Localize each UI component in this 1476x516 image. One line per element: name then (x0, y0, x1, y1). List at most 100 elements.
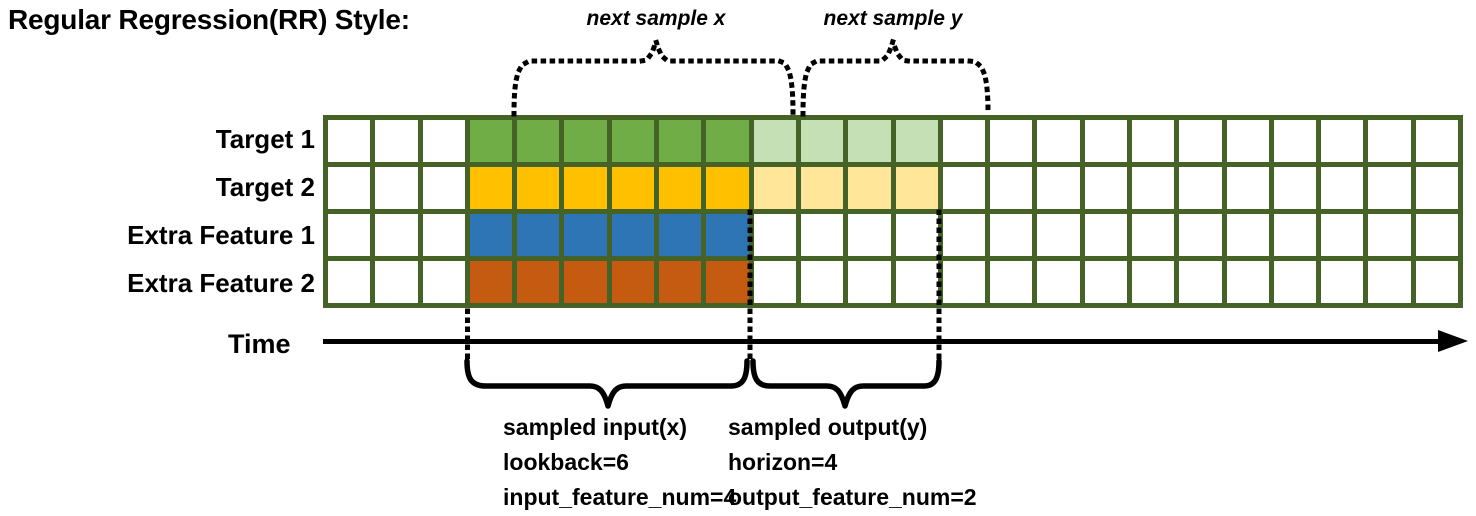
cell-r1-c11 (800, 120, 844, 162)
cell-r3-c17 (1084, 214, 1127, 256)
cell-r3-c14 (942, 214, 986, 256)
time-axis-line (323, 339, 1443, 344)
cell-r2-c5 (517, 167, 560, 209)
cell-r2-c18 (1131, 167, 1175, 209)
cell-r3-c20 (1226, 214, 1269, 256)
cell-r2-c17 (1084, 167, 1127, 209)
cell-r2-c8 (659, 167, 702, 209)
cell-r2-c21 (1273, 167, 1317, 209)
cell-r1-c14 (942, 120, 986, 162)
cell-r1-c8 (659, 120, 702, 162)
cell-r4-c9 (706, 261, 749, 303)
cell-r2-c2 (375, 167, 418, 209)
cell-r4-c3 (422, 261, 465, 303)
cell-r1-c19 (1179, 120, 1222, 162)
cell-r3-c15 (990, 214, 1033, 256)
cell-r4-c17 (1084, 261, 1127, 303)
cell-r3-c19 (1179, 214, 1222, 256)
cell-r1-c18 (1131, 120, 1175, 162)
cell-r4-c6 (564, 261, 607, 303)
cell-r1-c7 (611, 120, 655, 162)
cell-r3-c6 (564, 214, 607, 256)
cell-r2-c3 (422, 167, 465, 209)
time-axis-label: Time (228, 329, 291, 359)
sampled-input-brace (464, 358, 750, 409)
cell-r4-c5 (517, 261, 560, 303)
cell-r2-c6 (564, 167, 607, 209)
cell-r1-c21 (1273, 120, 1317, 162)
cell-r1-c23 (1368, 120, 1411, 162)
cell-r2-c7 (611, 167, 655, 209)
cell-r4-c10 (753, 261, 796, 303)
cell-r4-c1 (328, 261, 371, 303)
cell-r4-c16 (1037, 261, 1080, 303)
input-feature-num-value: input_feature_num=4 (503, 484, 737, 510)
cell-r3-c13 (895, 214, 938, 256)
cell-r1-c24 (1415, 120, 1458, 162)
cell-r1-c4 (469, 120, 513, 162)
cell-r3-c21 (1273, 214, 1317, 256)
cell-r2-c9 (706, 167, 749, 209)
cell-r2-c12 (848, 167, 891, 209)
cell-r3-c4 (469, 214, 513, 256)
row-label: Target 1 (215, 123, 315, 154)
cell-r2-c14 (942, 167, 986, 209)
cell-r2-c24 (1415, 167, 1458, 209)
sampled-output-title: sampled output(y) (728, 414, 928, 440)
cell-r1-c13 (895, 120, 938, 162)
cell-r3-c9 (706, 214, 749, 256)
next-sample-x-label: next sample x (586, 7, 726, 30)
cell-r2-c22 (1321, 167, 1364, 209)
sampled-output-brace (750, 358, 942, 409)
next-sample-x-brace (511, 31, 796, 117)
sampled-input-annotation: sampled input(x) lookback=6 input_featur… (503, 410, 736, 515)
row-label: Extra Feature 1 (127, 220, 315, 251)
cell-r1-c2 (375, 120, 418, 162)
cell-r2-c20 (1226, 167, 1269, 209)
cell-r3-c18 (1131, 214, 1175, 256)
cell-r3-c8 (659, 214, 702, 256)
cell-r1-c15 (990, 120, 1033, 162)
sampled-input-title: sampled input(x) (503, 414, 688, 440)
next-sample-y-brace (800, 31, 991, 117)
horizon-value: horizon=4 (728, 449, 838, 475)
cell-r4-c7 (611, 261, 655, 303)
cell-r4-c22 (1321, 261, 1364, 303)
cell-r3-c2 (375, 214, 418, 256)
cell-r3-c5 (517, 214, 560, 256)
cell-r1-c6 (564, 120, 607, 162)
row-label: Extra Feature 2 (127, 268, 315, 299)
cell-r3-c11 (800, 214, 844, 256)
cell-r2-c19 (1179, 167, 1222, 209)
cell-r2-c11 (800, 167, 844, 209)
cell-r1-c17 (1084, 120, 1127, 162)
cell-r2-c1 (328, 167, 371, 209)
cell-r3-c10 (753, 214, 796, 256)
time-axis-arrowhead-icon (1438, 330, 1468, 352)
row-label: Target 2 (215, 171, 315, 202)
cell-r1-c1 (328, 120, 371, 162)
cell-r2-c4 (469, 167, 513, 209)
cell-r4-c11 (800, 261, 844, 303)
cell-r4-c23 (1368, 261, 1411, 303)
cell-r4-c8 (659, 261, 702, 303)
cell-r1-c5 (517, 120, 560, 162)
cell-r4-c15 (990, 261, 1033, 303)
cell-r4-c4 (469, 261, 513, 303)
lookback-value: lookback=6 (503, 449, 629, 475)
cell-r4-c2 (375, 261, 418, 303)
cell-r2-c15 (990, 167, 1033, 209)
cell-r4-c20 (1226, 261, 1269, 303)
cell-r1-c12 (848, 120, 891, 162)
cell-r3-c24 (1415, 214, 1458, 256)
cell-r3-c16 (1037, 214, 1080, 256)
cell-r1-c10 (753, 120, 796, 162)
cell-r1-c22 (1321, 120, 1364, 162)
cell-r1-c16 (1037, 120, 1080, 162)
grid (323, 115, 1463, 308)
cell-r1-c9 (706, 120, 749, 162)
cell-r4-c14 (942, 261, 986, 303)
cell-r3-c7 (611, 214, 655, 256)
cell-r4-c19 (1179, 261, 1222, 303)
